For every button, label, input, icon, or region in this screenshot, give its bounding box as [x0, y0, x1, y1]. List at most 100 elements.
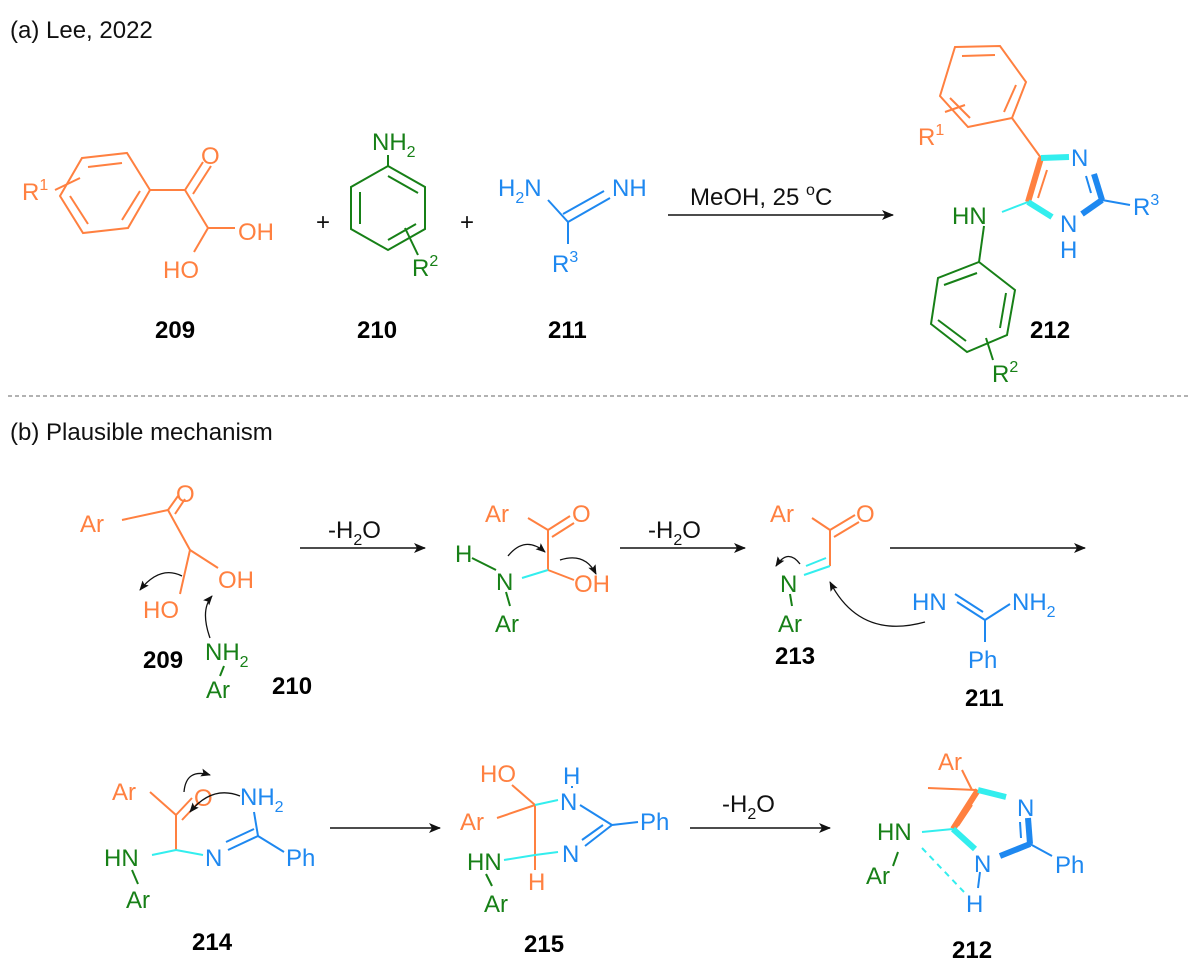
compound-label-214: 214 — [192, 929, 233, 956]
curved-arrow — [559, 557, 597, 575]
r3-label: R3 — [552, 249, 578, 278]
bond — [193, 227, 209, 253]
carbonyl-bond — [833, 521, 860, 538]
nitrogen-label: N — [496, 569, 513, 596]
bond — [1101, 199, 1131, 206]
phenyl-label: Ph — [968, 647, 997, 674]
compound-212-new-bonds — [1001, 154, 1070, 220]
new-bond — [950, 788, 981, 831]
compound-label-209: 209 — [143, 647, 183, 674]
hydrogen-bond — [921, 847, 965, 893]
bond — [184, 189, 209, 229]
hydrogen-label: H — [966, 891, 983, 918]
bond — [1085, 175, 1092, 194]
water-loss-label: -H2O — [648, 517, 701, 549]
new-bond — [175, 849, 204, 856]
bond — [957, 804, 973, 827]
r1-label: R1 — [918, 122, 944, 151]
new-bond — [950, 826, 978, 852]
amine-label: HN — [952, 203, 987, 230]
amidine-bonds — [225, 811, 285, 853]
aryl-label: Ar — [80, 511, 104, 538]
nitrogen-label: N — [205, 845, 222, 872]
aryl-label: Ar — [206, 677, 230, 704]
curved-arrow — [203, 595, 213, 639]
new-bond — [803, 565, 831, 576]
new-bond — [1040, 154, 1070, 161]
bond — [1011, 117, 1042, 159]
r2-label: R2 — [412, 253, 438, 282]
bond — [1025, 817, 1033, 845]
oxygen-label: O — [176, 481, 195, 508]
r1-label: R1 — [22, 177, 48, 206]
imine-bond — [562, 190, 605, 215]
compound-label-211: 211 — [548, 317, 587, 344]
carbonyl-bond — [551, 522, 575, 538]
amino-label: NH2 — [1012, 589, 1056, 621]
bond — [937, 319, 967, 342]
imine-bond — [581, 824, 604, 841]
hydrogen-label: H — [563, 763, 580, 790]
r2-label: R2 — [992, 359, 1018, 388]
amine-label: HN — [877, 819, 912, 846]
reaction-conditions: MeOH, 25 oC — [690, 182, 832, 211]
amine-bonds — [471, 557, 511, 607]
imine-label: NH — [612, 175, 647, 202]
hemiaminal-bonds — [527, 515, 575, 581]
plus-sign: + — [460, 209, 474, 236]
carbonyl-bond — [547, 515, 571, 531]
benzene-ring — [350, 164, 426, 252]
aryl-label: Ar — [495, 611, 519, 638]
imine-bond — [567, 197, 611, 223]
compound-label-210: 210 — [272, 673, 312, 700]
imine-bond — [956, 601, 986, 621]
compound-215-bonds — [496, 784, 536, 870]
section-b-title: (b) Plausible mechanism — [10, 419, 273, 446]
bond — [121, 509, 169, 521]
carbonyl-bond — [167, 495, 179, 511]
compound-212-amidine-bonds — [1080, 173, 1131, 217]
aryl-label: Ar — [778, 611, 802, 638]
phenyl-label: Ph — [640, 809, 669, 836]
bond — [87, 162, 123, 168]
new-bonds — [521, 569, 549, 579]
benzene-ring — [938, 44, 1028, 129]
bond — [189, 549, 219, 569]
aryl-label: Ar — [485, 501, 509, 528]
substituent-bond — [985, 337, 994, 361]
hydroxyl-label: HO — [143, 597, 179, 624]
phenyl-label: Ph — [286, 845, 315, 872]
bond — [167, 509, 191, 551]
nitrogen-label: N — [562, 841, 579, 868]
nitrogen-label: N — [560, 789, 577, 816]
aryl-label: Ar — [938, 749, 962, 776]
bond — [547, 199, 569, 223]
water-loss-label: -H2O — [328, 517, 381, 549]
bond — [471, 557, 497, 571]
imine-label: HN — [912, 589, 947, 616]
new-bond — [534, 799, 559, 806]
hydrogen-label: H — [455, 541, 472, 568]
compound-209-bonds — [54, 151, 235, 253]
oxygen-label: O — [201, 143, 220, 170]
hydrogen-label: H — [528, 869, 545, 896]
bond — [1019, 821, 1022, 839]
curved-arrow — [775, 555, 801, 567]
nitrogen-label: N — [780, 571, 797, 598]
hydroxyl-label: HO — [480, 761, 516, 788]
aryl-label: Ar — [484, 891, 508, 918]
bond — [892, 851, 899, 867]
bond — [387, 175, 419, 194]
imine-bond — [584, 824, 613, 847]
imine-bond — [954, 593, 984, 613]
bond — [149, 791, 177, 816]
compound-214-bonds — [149, 791, 199, 850]
new-bond — [1001, 201, 1029, 213]
aryl-label: Ar — [112, 779, 136, 806]
bond — [984, 603, 1011, 621]
compound-label-211: 211 — [965, 685, 1004, 712]
hydroxyl-label: HO — [163, 257, 199, 284]
carbonyl-bond — [192, 165, 212, 195]
bond — [257, 835, 285, 853]
carbonyl-bond — [175, 797, 193, 816]
